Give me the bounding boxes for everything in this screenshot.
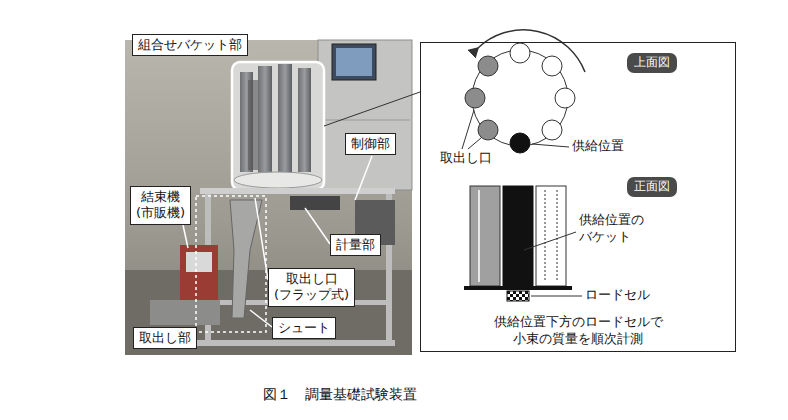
top-view <box>462 30 585 153</box>
part-label: 取出し部 <box>133 327 197 349</box>
part-label: 組合せバケット部 <box>132 34 248 56</box>
view-label: 上面図 <box>627 53 677 73</box>
note-text-wrap: 供給位置下方のロードセルで 小束の質量を順次計測 <box>421 313 735 348</box>
view-label: 正面図 <box>627 177 677 197</box>
callout-text: ロードセル <box>585 287 650 304</box>
callout-text: 取出し口 <box>440 150 492 167</box>
label-text: 取出し部 <box>139 330 191 346</box>
label-text: 取出し口 (フラップ式) <box>274 271 349 304</box>
front-view <box>464 186 582 301</box>
detail-panel: 供給位置下方のロードセルで 小束の質量を順次計測 上面図正面図 <box>420 42 736 352</box>
part-label: 結束機 (市販機) <box>130 186 191 225</box>
callout-label: ロードセル <box>585 287 650 304</box>
callout-label: 供給位置の バケット <box>579 212 644 246</box>
label-text: 結束機 (市販機) <box>136 189 185 222</box>
leader-line <box>324 92 420 126</box>
callout-text: 供給位置の バケット <box>579 212 644 246</box>
part-label: 計量部 <box>330 234 381 256</box>
part-label: シュート <box>272 317 336 339</box>
callout-text: 供給位置 <box>572 138 624 155</box>
callout-label: 供給位置 <box>572 138 624 155</box>
part-label: 制御部 <box>345 133 396 155</box>
callout-label: 取出し口 <box>440 150 492 167</box>
figure-caption: 図１ 調量基礎試験装置 <box>263 386 417 404</box>
label-text: 計量部 <box>336 237 375 253</box>
label-text: シュート <box>278 320 330 336</box>
label-text: 制御部 <box>351 136 390 152</box>
label-text: 供給位置下方のロードセルで 小束の質量を順次計測 <box>494 313 663 348</box>
label-text: 正面図 <box>634 179 670 193</box>
label-text: 組合せバケット部 <box>138 37 242 53</box>
label-text: 上面図 <box>634 55 670 69</box>
photo <box>125 40 412 355</box>
part-label: 取出し口 (フラップ式) <box>268 268 355 307</box>
